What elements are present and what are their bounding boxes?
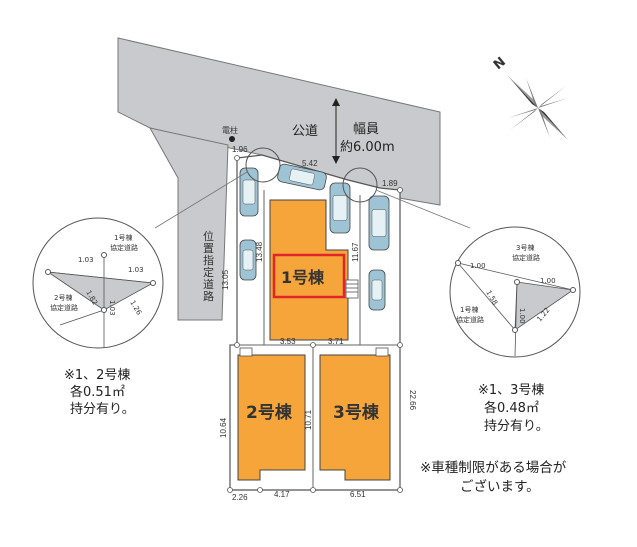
left-note-2: 各0.51㎡: [70, 384, 125, 400]
corner-detail-circle-left: [245, 147, 281, 183]
compass-icon: [508, 76, 568, 140]
vehicle-note-1: ※車種制限がある場合が: [420, 460, 567, 476]
road-width-value: 約6.00m: [340, 140, 395, 155]
left-label-bottom-2: 協定道路: [50, 303, 78, 312]
utility-pole-mark: [229, 136, 235, 142]
right-dim-2: 1.00: [540, 277, 556, 285]
compass-north-label: N: [491, 55, 509, 73]
building-2-shape: [237, 354, 306, 481]
right-label-bottom-2: 協定道路: [456, 315, 484, 324]
dim-frontage: 5.42: [302, 159, 318, 168]
utility-pole-label: 電柱: [222, 125, 238, 135]
left-dim-2: 1.03: [128, 266, 144, 274]
building-3-shape: [319, 354, 391, 481]
leader-line: [375, 189, 471, 229]
building-1-highlight: [272, 253, 346, 299]
right-note-3: 持分有り。: [484, 419, 549, 434]
left-label-top-2: 協定道路: [110, 243, 138, 252]
left-note-1: ※1、2号棟: [64, 368, 130, 383]
building-3-label: 3号棟: [333, 402, 380, 423]
car-window: [242, 249, 254, 271]
right-dim-3: 1.00: [518, 308, 526, 324]
building-1-label: 1号棟: [281, 268, 325, 287]
road-label: 公道: [292, 124, 318, 139]
left-detail: 1.03 1.03 1.03 1.82 1.26 1号棟 協定道路 2号棟 協定…: [32, 217, 164, 349]
dim-lower-left: 10.64: [219, 417, 228, 438]
car-window: [332, 195, 348, 221]
dim-b1-bottom-right: 3.71: [328, 337, 344, 346]
left-dim-3: 1.03: [108, 300, 116, 316]
car-window: [242, 179, 256, 205]
dim-right-corner: 1.89: [382, 179, 398, 188]
dim-middle-line: 10.71: [304, 409, 313, 430]
left-label-top-1: 1号棟: [114, 233, 132, 242]
right-note-2: 各0.48㎡: [484, 400, 539, 416]
dim-b1-bottom-left: 3.53: [280, 337, 296, 346]
vehicle-note-2: ございます。: [460, 478, 540, 495]
right-dim-1: 1.00: [470, 262, 486, 270]
right-label-top-2: 協定道路: [512, 253, 540, 262]
entrance-steps: [345, 279, 359, 299]
road-width-label: 幅員: [353, 122, 379, 137]
dim-left-side: 13.05: [221, 269, 230, 290]
corner-detail-circle-right: [342, 167, 378, 203]
building-1-shape: [269, 199, 349, 341]
car-window: [371, 279, 383, 301]
car-window: [289, 168, 315, 186]
dim-b1-depth: 13.48: [255, 241, 264, 262]
dim-bottom-a: 2.26: [232, 493, 248, 502]
meter-box: [375, 347, 389, 357]
leader-line: [154, 171, 248, 229]
meter-box: [239, 347, 253, 357]
dim-right-long: 22.66: [408, 390, 417, 411]
dim-top-corner: 1.96: [232, 145, 248, 154]
right-note-1: ※1、3号棟: [478, 383, 544, 398]
left-note-3: 持分有り。: [70, 402, 135, 417]
arrow-head: [332, 98, 340, 106]
designated-road-label: 位置指定道路: [203, 229, 214, 303]
dim-bottom-c: 6.51: [350, 490, 366, 499]
boundary-markers: [227, 155, 403, 493]
right-label-bottom-1: 1号棟: [460, 305, 478, 314]
left-label-bottom-1: 2号棟: [54, 293, 72, 302]
designated-road-strip: [149, 127, 229, 321]
dim-bottom-b: 4.17: [274, 490, 290, 499]
left-dim-1: 1.03: [78, 256, 94, 264]
parking-cars: [239, 163, 390, 311]
car-window: [371, 209, 387, 237]
right-detail: 1.00 1.00 1.00 1.58 1.22 3号棟 協定道路 1号棟 協定…: [449, 226, 581, 358]
building-2-label: 2号棟: [246, 402, 293, 423]
dim-right-upper: 11.67: [351, 242, 360, 262]
arrow-head: [332, 156, 340, 164]
right-label-top-1: 3号棟: [516, 243, 534, 252]
